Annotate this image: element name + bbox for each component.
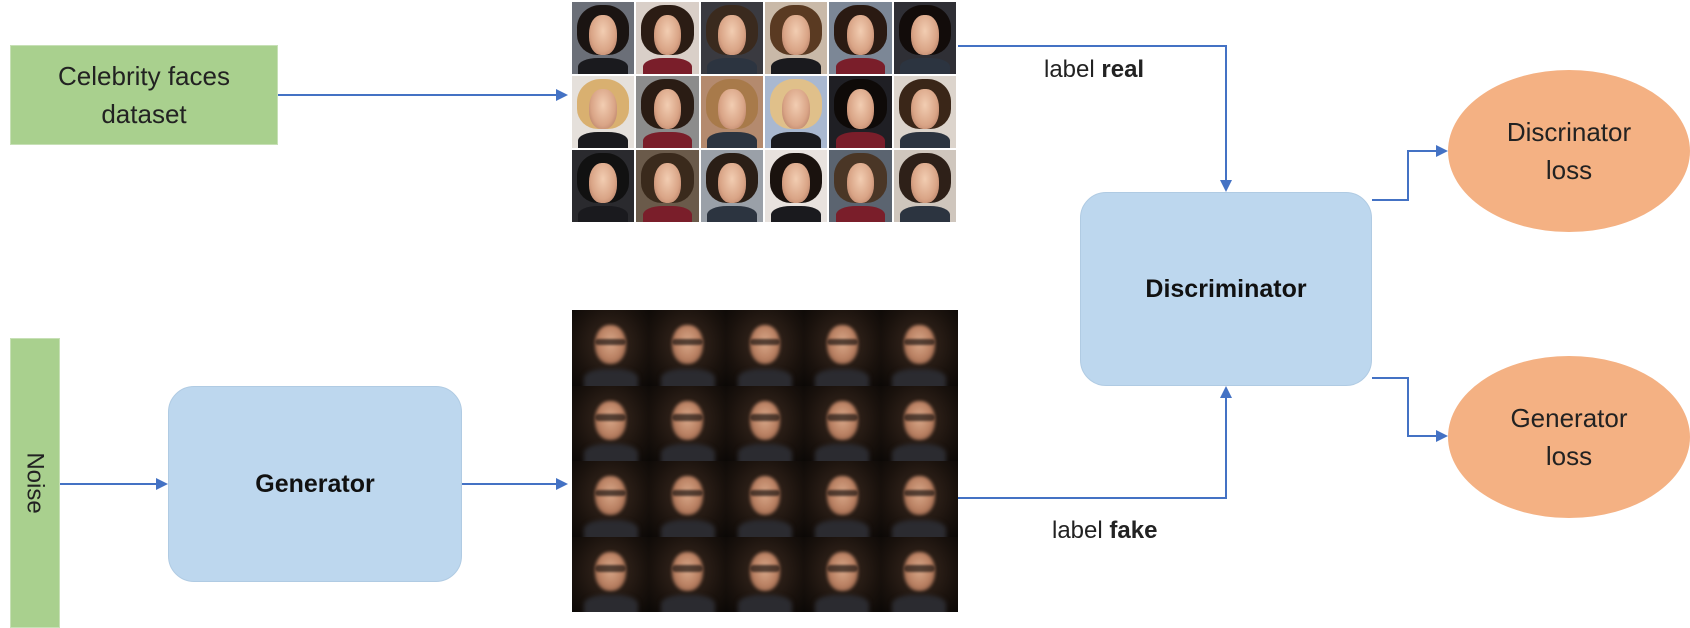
generated-face-tile xyxy=(880,385,958,461)
real-face-tile xyxy=(829,2,892,74)
label-fake-word: fake xyxy=(1109,517,1158,544)
generated-face-tile xyxy=(803,385,881,461)
label-fake: label fake xyxy=(1052,517,1157,545)
real-face-tile xyxy=(893,2,956,74)
generated-face-tile xyxy=(726,536,804,612)
label-real-prefix: label xyxy=(1044,56,1102,83)
generated-face-tile xyxy=(649,536,727,612)
noise-label: Noise xyxy=(22,452,50,514)
generated-face-tile xyxy=(726,385,804,461)
label-real-word: real xyxy=(1101,56,1145,83)
dataset-box: Celebrity faces dataset xyxy=(10,45,278,145)
real-face-tile xyxy=(829,76,892,148)
generated-face-tile xyxy=(803,536,881,612)
real-face-tile xyxy=(700,2,763,74)
discriminator-label: Discriminator xyxy=(1145,274,1307,303)
generator-loss-oval: Generator loss xyxy=(1448,356,1690,518)
real-faces-image xyxy=(572,2,956,222)
discriminator-loss-label: Discrinator loss xyxy=(1506,117,1632,185)
real-face-tile xyxy=(764,76,828,148)
generated-face-tile xyxy=(572,536,650,612)
generator-loss-label: Generator loss xyxy=(1510,403,1628,471)
generator-box: Generator xyxy=(168,386,462,582)
generated-faces-image xyxy=(572,310,958,612)
label-real: label real xyxy=(1044,56,1144,84)
real-face-tile xyxy=(829,150,892,222)
generated-face-tile xyxy=(880,461,958,537)
real-face-tile xyxy=(893,76,956,148)
generated-face-tile xyxy=(649,385,727,461)
generated-face-tile xyxy=(803,461,881,537)
arrow-to-generator-loss xyxy=(1372,377,1448,442)
real-face-tile xyxy=(893,150,956,222)
discriminator-loss-oval: Discrinator loss xyxy=(1448,70,1690,232)
noise-box: Noise xyxy=(10,338,60,628)
real-face-tile xyxy=(636,150,699,222)
generated-face-tile xyxy=(649,310,727,386)
real-face-tile xyxy=(700,76,763,148)
generated-face-tile xyxy=(880,310,958,386)
real-face-tile xyxy=(700,150,763,222)
real-face-tile xyxy=(572,150,635,222)
generated-face-tile xyxy=(726,310,804,386)
real-face-tile xyxy=(636,2,699,74)
real-face-tile xyxy=(764,2,828,74)
real-face-tile xyxy=(764,150,828,222)
generator-label: Generator xyxy=(255,469,375,498)
generated-face-tile xyxy=(649,461,727,537)
generated-face-tile xyxy=(572,310,650,386)
generated-face-tile xyxy=(803,310,881,386)
generated-face-tile xyxy=(880,536,958,612)
real-face-tile xyxy=(636,76,699,148)
discriminator-box: Discriminator xyxy=(1080,192,1372,386)
real-face-tile xyxy=(572,76,635,148)
generated-face-tile xyxy=(572,461,650,537)
label-fake-prefix: label xyxy=(1052,517,1110,544)
arrow-fake-faces-to-discriminator xyxy=(958,386,1232,499)
arrow-to-discriminator-loss xyxy=(1372,145,1448,201)
arrow-real-faces-to-discriminator xyxy=(958,45,1232,192)
generated-face-tile xyxy=(726,461,804,537)
generated-face-tile xyxy=(572,385,650,461)
real-face-tile xyxy=(572,2,635,74)
